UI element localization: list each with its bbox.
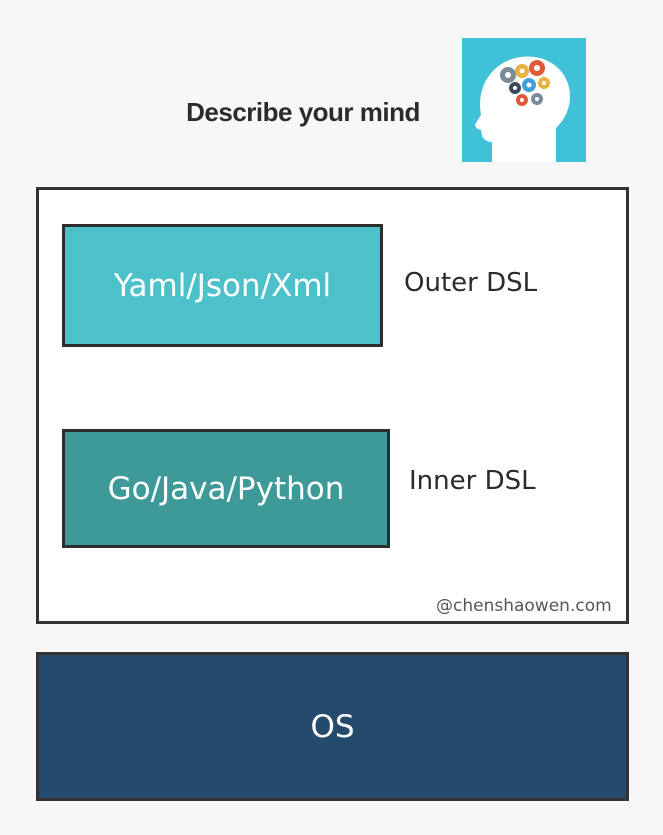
watermark: @chenshaowen.com — [436, 596, 612, 616]
outer-dsl-block-text: Yaml/Json/Xml — [113, 267, 332, 304]
outer-dsl-block: Yaml/Json/Xml — [62, 224, 383, 347]
outer-dsl-label: Outer DSL — [404, 268, 538, 298]
inner-dsl-block: Go/Java/Python — [62, 429, 390, 548]
inner-dsl-block-text: Go/Java/Python — [107, 470, 345, 507]
inner-dsl-label: Inner DSL — [409, 466, 536, 496]
os-layer-block: OS — [36, 652, 629, 801]
os-layer-label: OS — [310, 708, 355, 745]
brain-gears-icon — [462, 38, 586, 162]
diagram-title: Describe your mind — [186, 96, 420, 127]
